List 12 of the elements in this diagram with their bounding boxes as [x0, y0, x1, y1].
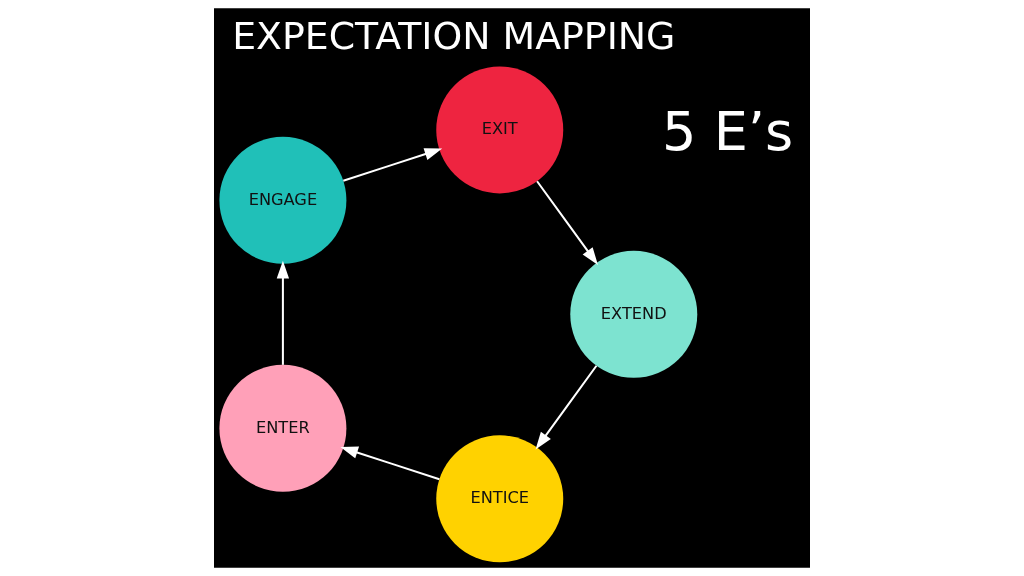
node-circle: ENTICE [436, 435, 564, 563]
node-circle: EXIT [436, 66, 564, 194]
node-circle: ENGAGE [219, 136, 347, 264]
arrow [340, 446, 440, 481]
node-circle: ENTER [219, 364, 347, 492]
arrow [343, 148, 443, 182]
label: 5 E’s [662, 99, 794, 163]
diagram-title: EXPECTATION MAPPING [232, 14, 676, 59]
arrow [535, 365, 598, 450]
node-circle: EXTEND [570, 250, 698, 378]
arrow [276, 260, 290, 365]
arrow [536, 180, 598, 266]
